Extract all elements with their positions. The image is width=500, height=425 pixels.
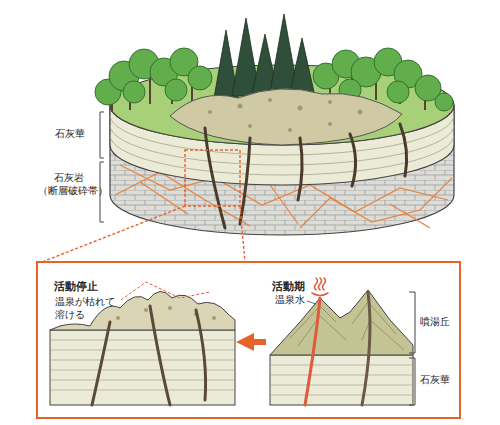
part-label: 石灰華 (55, 128, 85, 141)
part-label: 石灰華 (420, 374, 450, 387)
layer-brackets (100, 112, 104, 222)
part-label: 温泉が枯れて溶ける (55, 296, 117, 321)
layer-brackets (409, 292, 415, 405)
panel-title: 活動期 (272, 280, 411, 294)
mound-texture (208, 98, 363, 132)
part-label: 噴湯丘 (420, 316, 450, 329)
zoom-indicator (42, 150, 245, 262)
inset-frame (37, 262, 460, 418)
inactive-section (50, 282, 235, 405)
hot-spring-symbol (312, 278, 328, 296)
part-label: 石灰岩 （断層破砕帯） (38, 172, 100, 197)
spring-conduits (205, 124, 407, 228)
transition-arrow (245, 339, 266, 345)
conifer-trees (214, 14, 314, 98)
panel-title: 活動停止 (54, 280, 233, 294)
part-label: 温泉水 (275, 294, 305, 307)
leader-line (307, 301, 316, 304)
active-section (270, 278, 413, 405)
